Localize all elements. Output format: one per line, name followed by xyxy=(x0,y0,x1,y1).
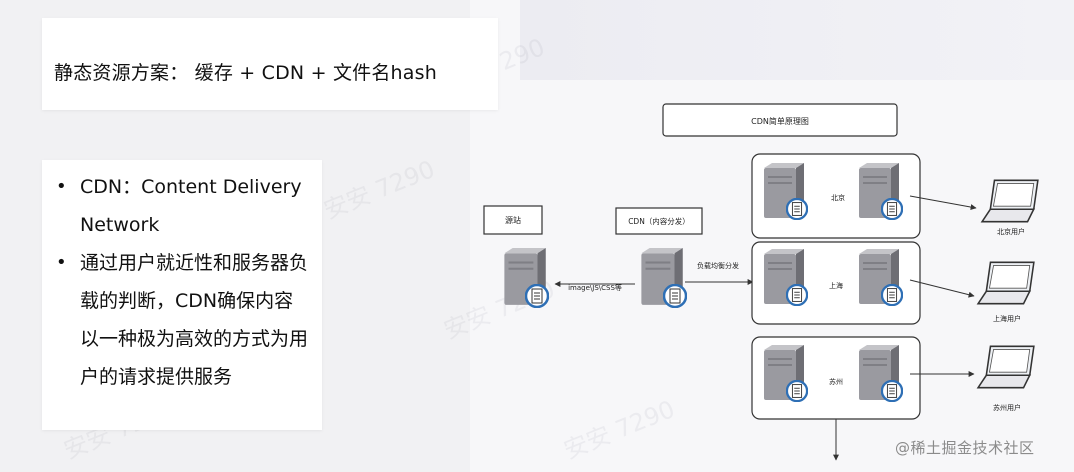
city-label: 北京 xyxy=(831,193,845,202)
edge-arrow-label: image\JS\CSS等 xyxy=(568,283,622,292)
list-item: • 通过用户就近性和服务器负载的判断，CDN确保内容以一种极为高效的方式为用户的… xyxy=(56,244,311,396)
diagram-title: CDN简单原理图 xyxy=(751,116,809,126)
document-icon xyxy=(663,284,687,308)
document-icon xyxy=(786,284,808,306)
watermark: 安安 7290 xyxy=(319,154,439,225)
origin-label-box xyxy=(483,205,543,235)
city-label: 苏州 xyxy=(829,377,843,386)
slide-title: 静态资源方案： 缓存 + CDN + 文件名hash xyxy=(54,62,437,84)
bullet-dot-icon: • xyxy=(56,176,67,197)
slide-background-top xyxy=(520,0,1074,80)
bullet-text: CDN：Content Delivery Network xyxy=(80,176,302,236)
title-card: 静态资源方案： 缓存 + CDN + 文件名hash xyxy=(42,18,498,110)
document-icon xyxy=(881,380,903,402)
document-icon xyxy=(786,198,808,220)
cdn-diagram: CDN简单原理图 源站 CDN（内容分发） image\JS\CSS等 负载均衡… xyxy=(483,103,1039,461)
document-icon xyxy=(881,198,903,220)
bullet-list: • CDN：Content Delivery Network • 通过用户就近性… xyxy=(56,168,311,396)
edge-to-user xyxy=(909,195,977,210)
bullet-text: 通过用户就近性和服务器负载的判断，CDN确保内容以一种极为高效的方式为用户的请求… xyxy=(80,252,309,388)
document-icon xyxy=(881,284,903,306)
laptop-icon xyxy=(977,345,1035,389)
document-icon xyxy=(786,380,808,402)
user-label: 上海用户 xyxy=(993,314,1021,323)
laptop-icon xyxy=(977,261,1035,305)
bullet-dot-icon: • xyxy=(56,252,67,273)
user-label: 北京用户 xyxy=(997,227,1025,236)
user-label: 苏州用户 xyxy=(993,403,1021,412)
cdn-label: CDN（内容分发） xyxy=(628,216,690,226)
diagram-title-box xyxy=(662,103,898,137)
lb-label: 负载均衡分发 xyxy=(697,261,739,270)
origin-label: 源站 xyxy=(505,215,521,225)
edge-to-user xyxy=(909,279,975,298)
document-icon xyxy=(525,284,549,308)
branding-watermark: @稀土掘金技术社区 xyxy=(895,439,1035,457)
list-item: • CDN：Content Delivery Network xyxy=(56,168,311,244)
city-label: 上海 xyxy=(829,281,843,290)
bullet-list-card: • CDN：Content Delivery Network • 通过用户就近性… xyxy=(42,160,322,430)
laptop-icon xyxy=(981,179,1039,223)
cdn-label-box xyxy=(615,207,703,235)
